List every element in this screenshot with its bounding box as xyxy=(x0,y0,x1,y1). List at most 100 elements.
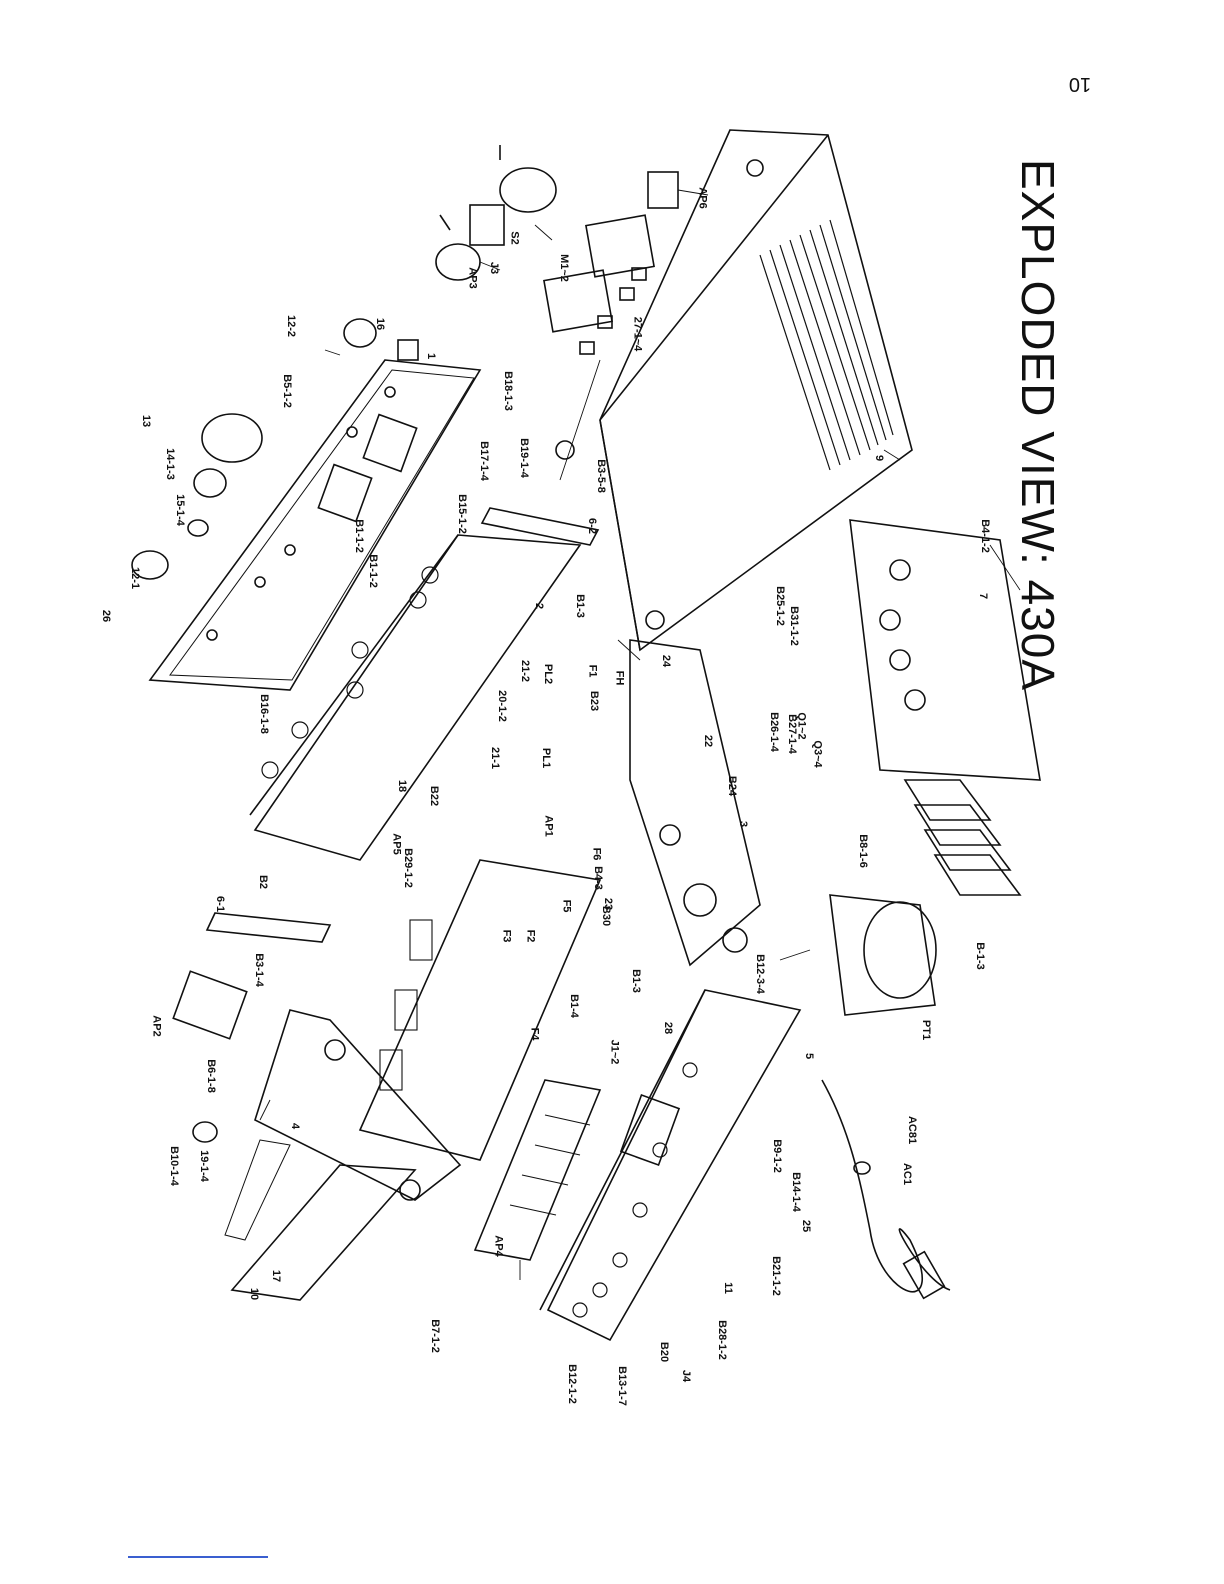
part-label: B1-4 xyxy=(567,994,580,1018)
part-label: 28 xyxy=(662,1021,675,1035)
part-label: 19-1-4 xyxy=(197,1150,210,1182)
part-label: F5 xyxy=(560,899,573,913)
part-label: B16-1-8 xyxy=(257,694,270,734)
part-label: AP1 xyxy=(542,815,555,837)
part-label: B5-1-2 xyxy=(280,374,293,408)
bottom-chassis-part xyxy=(254,1009,462,1201)
part-label: 17 xyxy=(270,1269,283,1283)
part-label: FH xyxy=(613,670,626,686)
part-label: AP2 xyxy=(150,1015,163,1037)
part-label: 12-2 xyxy=(285,314,298,338)
part-label: B1-1-2 xyxy=(352,519,365,553)
part-label: B29-1-2 xyxy=(401,848,414,888)
part-label: 7 xyxy=(977,592,990,600)
part-label: 24 xyxy=(660,654,673,668)
part-label: B7-1-2 xyxy=(428,1319,441,1353)
switch-s2-part xyxy=(435,145,557,281)
part-label: 21-2 xyxy=(519,659,532,683)
part-label: 11 xyxy=(721,1282,734,1294)
top-cover-part xyxy=(555,129,913,652)
main-board-part xyxy=(358,859,602,1161)
part-label: 12-1 xyxy=(129,566,142,590)
part-label: B12-3-4 xyxy=(753,954,766,994)
part-label: B9-1-2 xyxy=(770,1139,783,1173)
part-label: 6-1 xyxy=(213,896,226,912)
part-label: 25 xyxy=(800,1219,813,1233)
part-label: 22 xyxy=(702,734,715,748)
part-label: B2 xyxy=(257,874,270,890)
part-label: B31-1-2 xyxy=(787,606,800,646)
part-label: 26 xyxy=(100,609,113,623)
part-label: M1~2 xyxy=(557,254,570,282)
part-label: PL1 xyxy=(540,747,553,769)
part-label: B10-1-4 xyxy=(167,1146,180,1186)
ap2-board-part xyxy=(172,970,248,1143)
part-label: AC81 xyxy=(906,1115,919,1145)
part-label: B17-1-4 xyxy=(477,441,490,481)
part-label: B15-1-2 xyxy=(455,494,468,534)
ac-cord-part xyxy=(821,1079,951,1300)
part-label: 5 xyxy=(803,1052,816,1060)
bracket-6-1-part xyxy=(205,912,332,943)
part-label: B1-1-2 xyxy=(366,554,379,588)
part-label: 23 xyxy=(602,897,615,911)
part-label: 27-1~4 xyxy=(631,316,644,352)
knob-part xyxy=(131,318,419,580)
part-label: 4 xyxy=(289,1122,302,1130)
part-label: PT1 xyxy=(920,1019,933,1041)
front-chassis-part xyxy=(249,534,582,861)
part-label: B25-1-2 xyxy=(773,586,786,626)
part-label: 15-1-4 xyxy=(173,494,186,526)
part-label: B18-1-3 xyxy=(501,371,514,411)
rear-panel-part xyxy=(539,989,802,1342)
part-label: B23 xyxy=(588,690,601,712)
part-label: F2 xyxy=(524,929,537,943)
part-label: PL2 xyxy=(542,663,555,685)
side-panel-part xyxy=(849,519,1041,781)
part-label: F1 xyxy=(586,664,599,678)
part-label: B3-5-8 xyxy=(594,459,607,493)
part-label: B28-1-2 xyxy=(715,1320,728,1360)
part-label: 14-1-3 xyxy=(163,448,176,480)
part-label: B6-1-8 xyxy=(204,1059,217,1093)
part-label: 21-1 xyxy=(489,746,502,770)
part-label: B1-3 xyxy=(629,969,642,993)
part-label: 6-2 xyxy=(585,518,598,534)
part-label: F4 xyxy=(528,1027,541,1041)
part-label: B1-3 xyxy=(573,594,586,618)
part-label: S2 xyxy=(508,231,521,245)
part-label: B12-1-2 xyxy=(565,1364,578,1404)
part-label: 20-1-2 xyxy=(495,690,508,722)
front-panel-part xyxy=(148,359,482,691)
part-label: 10 xyxy=(248,1287,261,1301)
part-label: 1 xyxy=(425,352,438,360)
part-label: 2 xyxy=(533,602,546,610)
footer-link-line xyxy=(128,1556,268,1558)
part-label: B4-1-2 xyxy=(978,519,991,553)
heatsink-part xyxy=(903,779,1022,896)
part-label: B22 xyxy=(428,785,441,807)
part-label: B19-1-4 xyxy=(517,438,530,478)
part-label: J1~2 xyxy=(608,1039,621,1065)
part-label: B26-1-4 xyxy=(767,712,780,752)
part-label: B24 xyxy=(726,775,739,797)
part-label: J3 xyxy=(488,261,501,275)
part-label: B14-1-4 xyxy=(789,1172,802,1212)
connector-block-part xyxy=(473,1079,602,1261)
transformer-part xyxy=(829,894,937,1016)
part-label: Q3~4 xyxy=(811,740,824,768)
part-label: AP6 xyxy=(696,187,709,209)
part-label: Q1~2 xyxy=(795,712,808,740)
sub-chassis-part xyxy=(629,639,761,967)
part-label: 9 xyxy=(873,454,886,462)
part-label: B4-3 xyxy=(591,866,604,890)
part-label: F3 xyxy=(500,929,513,943)
part-label: B13-1-7 xyxy=(615,1366,628,1406)
part-label: 13 xyxy=(140,414,153,428)
part-label: B21-1-2 xyxy=(769,1256,782,1296)
part-label: AP4 xyxy=(492,1235,505,1257)
bracket-6-2-part xyxy=(480,507,600,546)
part-label: B-1-3 xyxy=(973,942,986,970)
